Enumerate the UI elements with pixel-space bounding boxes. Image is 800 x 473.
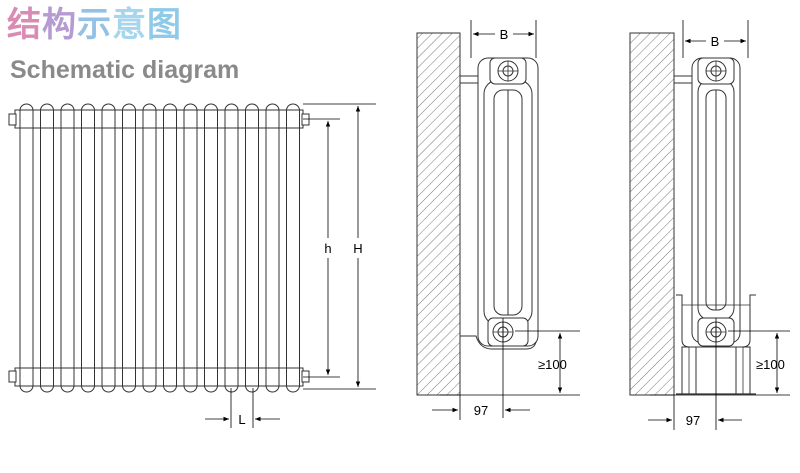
dim-label-L: L [238,412,245,427]
front-view: H h L [8,103,376,428]
radiator-tube [204,103,218,393]
radiator-tube [122,103,136,393]
wall-hatched [416,32,461,396]
radiator-tube [183,103,198,393]
radiator-tube [265,103,280,393]
end-cap-top-left [8,113,17,126]
title-char: 图 [147,5,182,45]
title-char: 构 [42,5,77,45]
radiator-tube [19,103,34,393]
radiator-tube [40,103,54,393]
wall-hatched [629,32,675,396]
dim-label-h: h [324,241,331,256]
side-view-wall-bracket: B ≥100 97 [416,20,580,420]
title-char: 意 [112,5,147,45]
top-wall-bracket [674,75,693,84]
title-char: 示 [77,5,112,45]
title-char: 结 [7,5,42,45]
radiator-tube [142,103,157,393]
top-header-bar [14,109,304,129]
dim-label-B: B [500,27,509,42]
dim-label-offset: 97 [686,413,700,428]
radiator-tube [245,103,259,393]
dim-label-B: B [711,34,720,49]
bottom-header-bar [14,367,304,387]
radiator-tube [81,103,95,393]
side-view-floor-stand: B ≥100 97 [629,20,790,430]
dim-label-clearance: ≥100 [756,357,785,372]
radiator-tube [163,103,177,393]
radiator-tube [224,103,239,393]
dim-label-offset: 97 [474,403,488,418]
radiator-tube [101,103,116,393]
bottom-wall-bracket [460,335,537,350]
radiator-tubes [19,103,300,393]
dim-label-clearance: ≥100 [538,357,567,372]
title-chinese: 结构示意图 [7,2,182,48]
end-cap-bottom-left [8,370,17,383]
top-wall-bracket [460,75,479,84]
end-cap-top-right [301,113,310,126]
radiator-tube [286,103,300,393]
dim-label-H: H [353,241,362,256]
title-english: Schematic diagram [10,56,240,84]
end-cap-bottom-right [301,370,310,383]
radiator-tube [60,103,75,393]
